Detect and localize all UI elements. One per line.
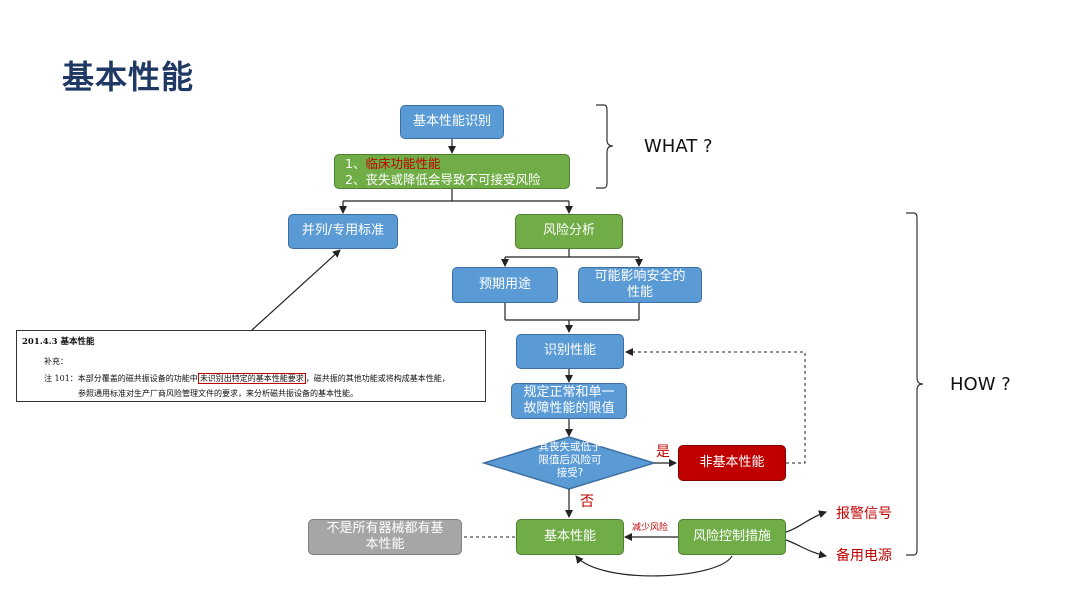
node-parallel-standard: 并列/专用标准 bbox=[288, 214, 398, 249]
what-brace bbox=[596, 104, 614, 189]
limits-line-2: 故障性能的限值 bbox=[523, 401, 615, 416]
decision-line-3: 接受? bbox=[556, 467, 584, 480]
node-risk-analysis: 风险分析 bbox=[515, 214, 623, 249]
edge-backup bbox=[785, 539, 827, 559]
clause-heading: 201.4.3 基本性能 bbox=[22, 337, 95, 347]
clause-note-line-2: 参照通用标准对生产厂商风险管理文件的要求，来分析磁共振设备的基本性能。 bbox=[78, 389, 358, 398]
node-identify-performance: 识别性能 bbox=[516, 334, 624, 369]
node-define-limits: 规定正常和单一 故障性能的限值 bbox=[511, 383, 627, 419]
what-label: WHAT ? bbox=[644, 136, 713, 157]
how-brace bbox=[906, 212, 924, 556]
clause-note-b: ，磁共振的其他功能或将构成基本性能， bbox=[305, 374, 450, 383]
edge-loop-back bbox=[625, 348, 806, 464]
how-label: HOW ? bbox=[950, 374, 1011, 395]
criteria-clinical-function: 临床功能性能 bbox=[365, 155, 441, 171]
node-intended-use: 预期用途 bbox=[452, 267, 558, 303]
decision-line-2: 限值后风险可 bbox=[538, 454, 602, 467]
backup-power-label: 备用电源 bbox=[836, 548, 892, 564]
edge-alarm bbox=[785, 510, 827, 533]
node-not-all-devices: 不是所有器械都有基 本性能 bbox=[308, 519, 462, 555]
criteria-num-1: 1、 bbox=[345, 155, 366, 171]
standard-clause-excerpt: 201.4.3 基本性能 补充： 注 101：本部分覆盖的磁共振设备的功能中未识… bbox=[16, 330, 486, 402]
safety-perf-line-1: 可能影响安全的 bbox=[594, 268, 686, 284]
node-criteria: 1、临床功能性能 2、丧失或降低会导致不可接受风险 bbox=[334, 154, 570, 189]
clause-note-a: 注 101：本部分覆盖的磁共振设备的功能中 bbox=[44, 374, 198, 383]
not-all-line-2: 本性能 bbox=[365, 537, 405, 552]
node-safety-performance: 可能影响安全的 性能 bbox=[578, 267, 702, 303]
clause-note-highlight: 未识别出特定的基本性能要求 bbox=[197, 373, 306, 384]
node-basic-performance: 基本性能 bbox=[516, 519, 624, 555]
safety-perf-line-2: 性能 bbox=[626, 285, 653, 300]
no-label: 否 bbox=[580, 494, 594, 510]
edge-bottom-loop bbox=[575, 555, 733, 577]
criteria-line-1: 1、临床功能性能 bbox=[345, 156, 440, 172]
edge-doc-parallel bbox=[251, 249, 341, 331]
alarm-signal-label: 报警信号 bbox=[836, 506, 892, 522]
clause-note-line-1: 注 101：本部分覆盖的磁共振设备的功能中未识别出特定的基本性能要求，磁共振的其… bbox=[44, 373, 480, 384]
reduce-risk-label: 减少风险 bbox=[632, 523, 669, 533]
node-identify-basic-performance: 基本性能识别 bbox=[400, 105, 504, 139]
not-all-line-1: 不是所有器械都有基 bbox=[326, 520, 444, 536]
criteria-line-2: 2、丧失或降低会导致不可接受风险 bbox=[345, 171, 541, 187]
page-title: 基本性能 bbox=[62, 58, 195, 96]
decision-text: 其丧失或低于 限值后风险可 接受? bbox=[522, 441, 618, 480]
node-non-basic-performance: 非基本性能 bbox=[678, 445, 786, 481]
clause-supplement: 补充： bbox=[44, 357, 68, 366]
limits-line-1: 规定正常和单一 bbox=[523, 384, 615, 400]
decision-line-1: 其丧失或低于 bbox=[538, 441, 602, 453]
node-risk-control-measures: 风险控制措施 bbox=[678, 519, 786, 555]
yes-label: 是 bbox=[656, 444, 670, 460]
